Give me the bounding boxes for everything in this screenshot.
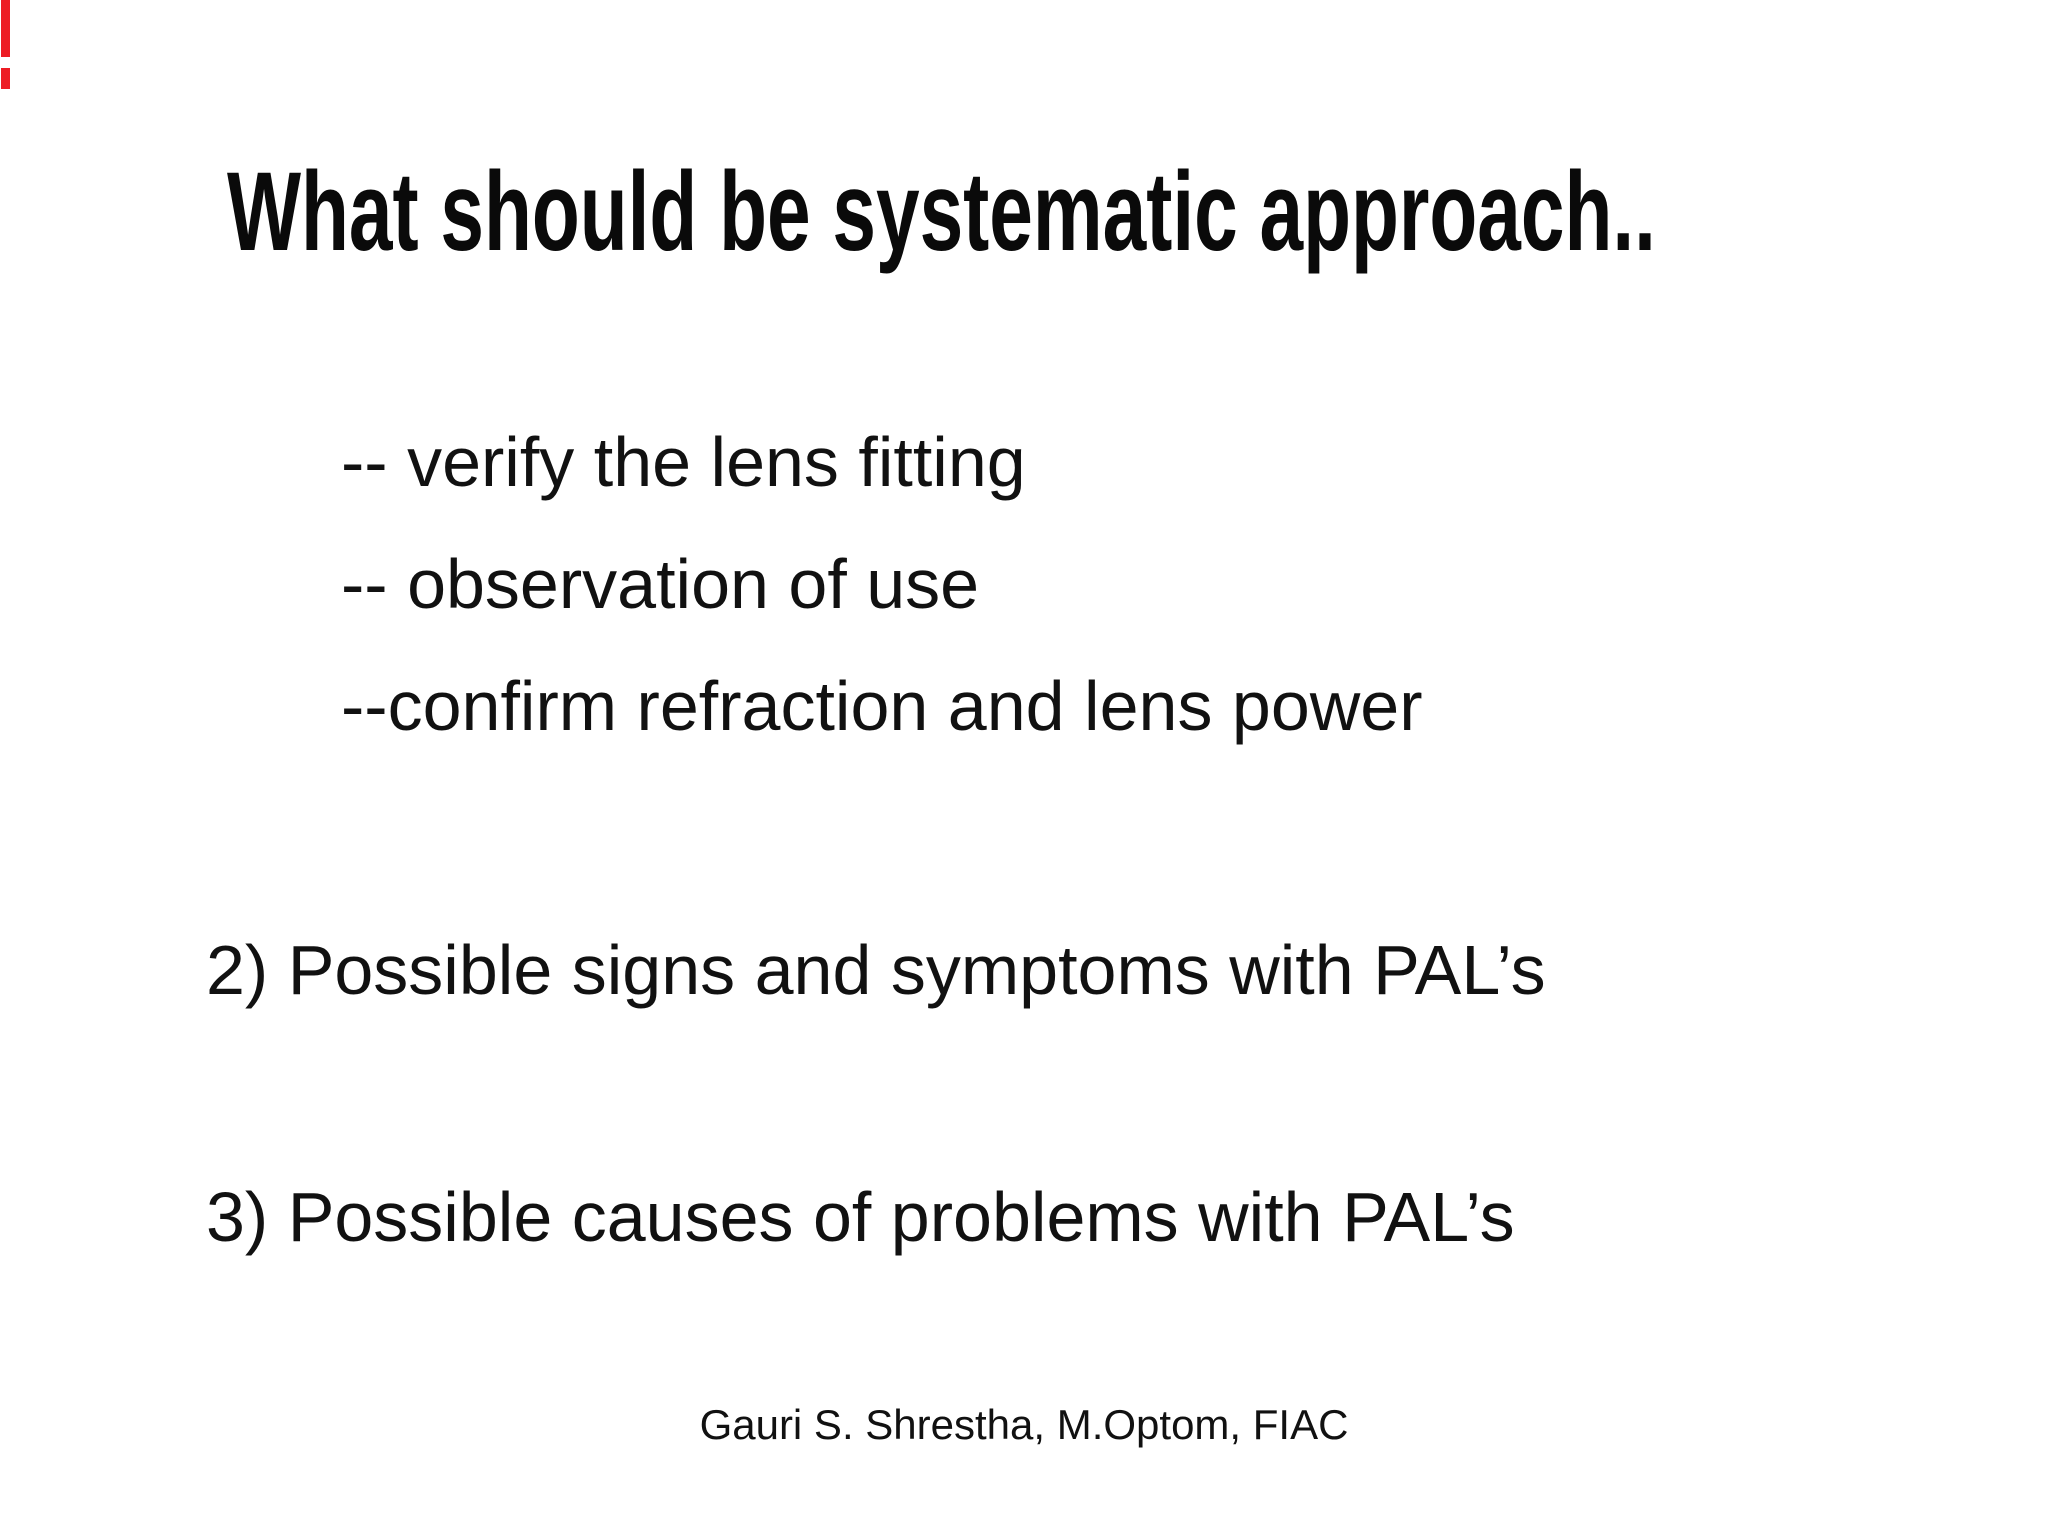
numbered-item-signs-symptoms: 2) Possible signs and symptoms with PAL’… xyxy=(206,931,1546,1009)
footer-author-credit: Gauri S. Shrestha, M.Optom, FIAC xyxy=(699,1401,1349,1448)
slide-title-text: What should be systematic approach.. xyxy=(227,149,1656,274)
bullet-confirm-refraction: --confirm refraction and lens power xyxy=(341,667,1423,745)
bullet-observation-of-use: -- observation of use xyxy=(341,545,980,623)
slide-title: What should be systematic approach.. xyxy=(227,150,2048,273)
numbered-item-causes-problems: 3) Possible causes of problems with PAL’… xyxy=(206,1178,1515,1256)
bullet-verify-lens-fitting: -- verify the lens fitting xyxy=(341,423,1026,501)
red-edge-mark-bottom xyxy=(1,68,10,89)
red-edge-mark-top xyxy=(1,0,10,57)
